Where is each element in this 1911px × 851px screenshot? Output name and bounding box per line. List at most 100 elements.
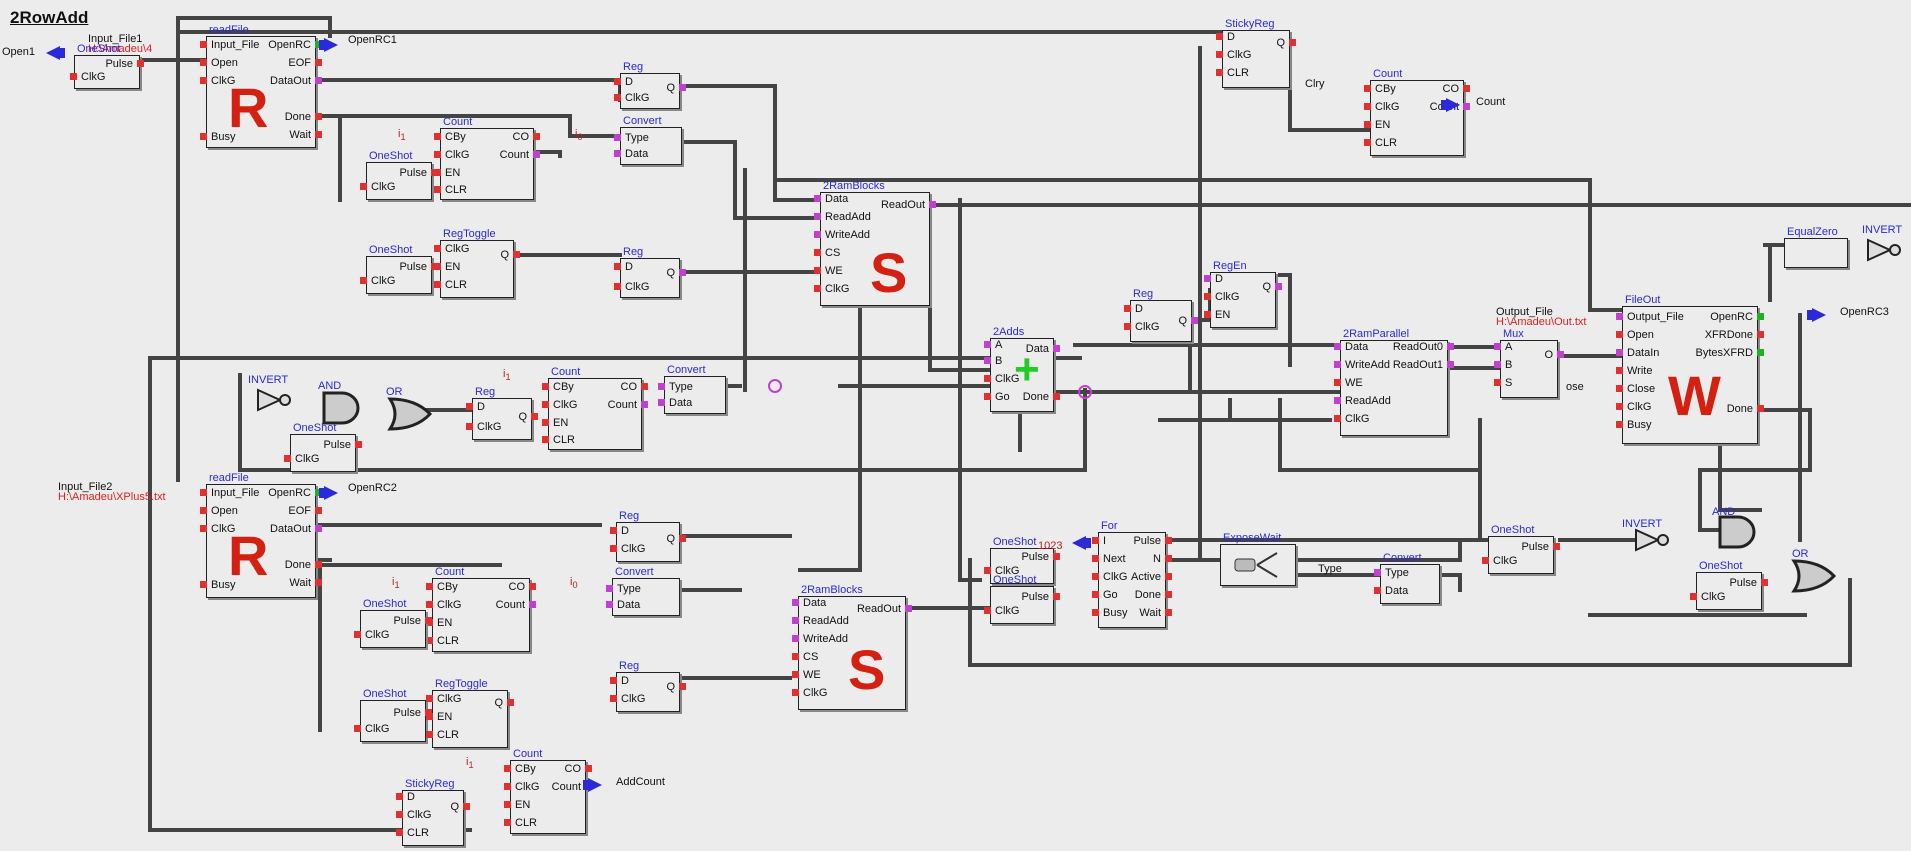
pin-clr[interactable]: CLR (1375, 137, 1397, 149)
pin-eof[interactable]: EOF (288, 57, 311, 69)
pin-d[interactable]: D (477, 401, 485, 413)
pin-busy[interactable]: Busy (1627, 419, 1651, 431)
count4-block[interactable]: Count CBy ClkG EN CLR CO Count (510, 760, 586, 834)
pin-q[interactable]: Q (518, 411, 527, 423)
pin-open[interactable]: Open (1627, 329, 1654, 341)
for-input-connector-icon[interactable] (1072, 534, 1094, 552)
pin-clkg[interactable]: ClkG (1701, 591, 1725, 603)
pin-pulse[interactable]: Pulse (1133, 535, 1161, 547)
pin-co[interactable]: CO (1443, 83, 1460, 95)
pin-count[interactable]: Count (552, 781, 581, 793)
pin-readout1[interactable]: ReadOut1 (1393, 359, 1443, 371)
pin-en[interactable]: EN (515, 799, 530, 811)
pin-cs[interactable]: CS (825, 247, 840, 259)
pin-count[interactable]: Count (500, 149, 529, 161)
pin-data[interactable]: Data (625, 148, 648, 160)
pin-clr[interactable]: CLR (515, 817, 537, 829)
pin-co[interactable]: CO (621, 381, 638, 393)
pin-writeadd[interactable]: WriteAdd (1345, 359, 1390, 371)
pin-en[interactable]: EN (437, 617, 452, 629)
pin-clkg[interactable]: ClkG (371, 181, 395, 193)
pin-cby[interactable]: CBy (553, 381, 574, 393)
pin-done[interactable]: Done (285, 559, 311, 571)
pin-d[interactable]: D (1135, 303, 1143, 315)
convert2-block[interactable]: Convert Type Data (664, 376, 726, 414)
pin-done[interactable]: Done (285, 111, 311, 123)
pin-data[interactable]: Data (825, 193, 848, 205)
pin-a[interactable]: A (995, 339, 1002, 351)
pin-bytesxfrd[interactable]: BytesXFRD (1696, 347, 1753, 359)
pin-en[interactable]: EN (1375, 119, 1390, 131)
ramparallel-block[interactable]: 2RamParallel Data WriteAdd WE ReadAdd Cl… (1340, 340, 1448, 436)
reg5-block[interactable]: Reg D ClkG Q (616, 522, 680, 562)
pin-pulse[interactable]: Pulse (393, 707, 421, 719)
pin-clr[interactable]: CLR (445, 184, 467, 196)
pin-readadd[interactable]: ReadAdd (1345, 395, 1391, 407)
oneshot4-block[interactable]: OneShot ClkG Pulse (360, 610, 426, 648)
pin-clkg[interactable]: ClkG (371, 275, 395, 287)
pin-readout[interactable]: ReadOut (881, 199, 925, 211)
count-connector-icon[interactable] (1438, 96, 1460, 114)
pin-clkg[interactable]: ClkG (445, 149, 469, 161)
pin-en[interactable]: EN (437, 711, 452, 723)
pin-clkg[interactable]: ClkG (995, 605, 1019, 617)
pin-pulse[interactable]: Pulse (1729, 577, 1757, 589)
pin-clkg[interactable]: ClkG (625, 92, 649, 104)
pin-q[interactable]: Q (666, 681, 675, 693)
oneshot1-block[interactable]: OneShot ClkG Pulse (366, 162, 432, 200)
pin-clkg[interactable]: ClkG (477, 421, 501, 433)
pin-clr[interactable]: CLR (407, 827, 429, 839)
pin-d[interactable]: D (1215, 273, 1223, 285)
reg1-block[interactable]: Reg D ClkG Q (620, 73, 680, 109)
pin-co[interactable]: CO (565, 763, 582, 775)
pin-wait[interactable]: Wait (1139, 607, 1161, 619)
pin-pulse[interactable]: Pulse (1021, 551, 1049, 563)
pin-i[interactable]: I (1103, 535, 1106, 547)
pin-wait[interactable]: Wait (289, 577, 311, 589)
pin-clkg[interactable]: ClkG (1227, 49, 1251, 61)
oneshot-top-block[interactable]: OneShot ClkG Pulse (74, 55, 140, 89)
pin-co[interactable]: CO (509, 581, 526, 593)
pin-go[interactable]: Go (1103, 589, 1118, 601)
pin-next[interactable]: Next (1103, 553, 1126, 565)
pin-b[interactable]: B (1505, 359, 1512, 371)
pin-wait[interactable]: Wait (289, 129, 311, 141)
convert4-block[interactable]: Convert Type Data (1380, 564, 1440, 604)
pin-clkg[interactable]: ClkG (625, 281, 649, 293)
pin-d[interactable]: D (625, 76, 633, 88)
pin-cby[interactable]: CBy (445, 131, 466, 143)
pin-input-file[interactable]: Input_File (211, 39, 259, 51)
openrc1-connector-icon[interactable] (316, 36, 338, 54)
pin-clkg[interactable]: ClkG (1135, 321, 1159, 333)
pin-clr[interactable]: CLR (445, 279, 467, 291)
pin-d[interactable]: D (621, 525, 629, 537)
count3-block[interactable]: Count CBy ClkG EN CLR CO Count (432, 578, 530, 652)
pin-cby[interactable]: CBy (515, 763, 536, 775)
pin-clkg[interactable]: ClkG (515, 781, 539, 793)
count2-block[interactable]: Count CBy ClkG EN CLR CO Count (548, 378, 642, 450)
convert3-block[interactable]: Convert Type Data (612, 578, 680, 616)
pin-s[interactable]: S (1505, 377, 1512, 389)
count1-block[interactable]: Count CBy ClkG EN CLR CO Count (440, 128, 534, 200)
pin-clkg[interactable]: ClkG (1345, 413, 1369, 425)
pin-readadd[interactable]: ReadAdd (803, 615, 849, 627)
oneshot3-block[interactable]: OneShot ClkG Pulse (290, 434, 356, 472)
reg3-block[interactable]: Reg D ClkG Q (1130, 300, 1192, 342)
pin-type[interactable]: Type (669, 381, 693, 393)
pin-d[interactable]: D (407, 791, 415, 803)
pin-pulse[interactable]: Pulse (1021, 591, 1049, 603)
pin-clkg[interactable]: ClkG (81, 71, 105, 83)
oneshot2-block[interactable]: OneShot ClkG Pulse (366, 256, 432, 294)
pin-pulse[interactable]: Pulse (105, 58, 133, 70)
pin-pulse[interactable]: Pulse (399, 261, 427, 273)
regen-block[interactable]: RegEn D ClkG EN Q (1210, 272, 1276, 328)
pin-q[interactable]: Q (450, 801, 459, 813)
pin-readout0[interactable]: ReadOut0 (1393, 341, 1443, 353)
for-block[interactable]: For I Next ClkG Go Busy Pulse N Active D… (1098, 532, 1166, 628)
pin-clkg[interactable]: ClkG (365, 723, 389, 735)
pin-clkg[interactable]: ClkG (1215, 291, 1239, 303)
or2-gate-icon[interactable] (1790, 558, 1840, 594)
pin-clr[interactable]: CLR (553, 434, 575, 446)
pin-go[interactable]: Go (995, 391, 1010, 403)
oneshot9-block[interactable]: OneShot ClkG Pulse (1696, 572, 1762, 610)
